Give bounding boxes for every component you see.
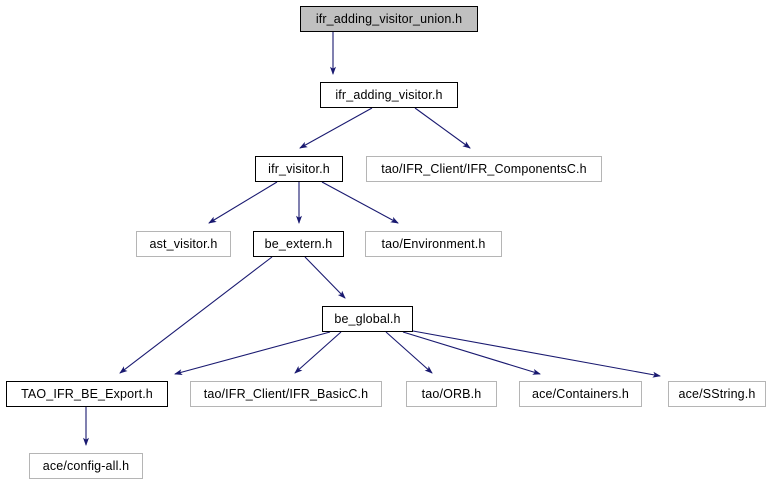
- graph-node-ace-containers-h[interactable]: ace/Containers.h: [519, 381, 642, 407]
- graph-node-label: ace/Containers.h: [532, 386, 629, 401]
- graph-node-label: ace/config-all.h: [42, 458, 130, 473]
- graph-node-tao-environment-h[interactable]: tao/Environment.h: [365, 231, 502, 257]
- graph-node-ace-config-all-h[interactable]: ace/config-all.h: [29, 453, 143, 479]
- graph-node-label: ifr_visitor.h: [268, 161, 330, 176]
- graph-node-label: tao/IFR_Client/IFR_ComponentsC.h: [381, 161, 587, 176]
- graph-node-label: ace/SString.h: [678, 386, 756, 401]
- graph-node-label: tao/Environment.h: [381, 236, 486, 251]
- graph-edge: [294, 331, 342, 374]
- graph-node-ifr-visitor-h[interactable]: ifr_visitor.h: [255, 156, 343, 182]
- graph-node-tao-ifr-be-export-h[interactable]: TAO_IFR_BE_Export.h: [6, 381, 168, 407]
- graph-node-tao-ifr-client-ifr-basicc-h[interactable]: tao/IFR_Client/IFR_BasicC.h: [190, 381, 382, 407]
- graph-node-tao-ifr-client-ifr-componentsc-h[interactable]: tao/IFR_Client/IFR_ComponentsC.h: [366, 156, 602, 182]
- graph-node-be-extern-h[interactable]: be_extern.h: [253, 231, 344, 257]
- graph-node-label: be_global.h: [334, 311, 401, 326]
- graph-node-ace-sstring-h[interactable]: ace/SString.h: [668, 381, 766, 407]
- graph-edge: [174, 331, 331, 376]
- graph-node-label: ifr_adding_visitor.h: [335, 87, 443, 102]
- graph-node-ifr-adding-visitor-union-h[interactable]: ifr_adding_visitor_union.h: [300, 6, 478, 32]
- graph-node-ifr-adding-visitor-h[interactable]: ifr_adding_visitor.h: [320, 82, 458, 108]
- graph-edge: [385, 331, 433, 374]
- graph-edge: [414, 107, 471, 149]
- graph-node-be-global-h[interactable]: be_global.h: [322, 306, 413, 332]
- graph-edge: [208, 181, 278, 224]
- graph-node-label: tao/ORB.h: [421, 386, 482, 401]
- graph-edge: [412, 330, 661, 378]
- graph-node-label: ast_visitor.h: [149, 236, 218, 251]
- graph-node-label: be_extern.h: [264, 236, 333, 251]
- graph-edge: [304, 256, 346, 299]
- graph-node-ast-visitor-h[interactable]: ast_visitor.h: [136, 231, 231, 257]
- graph-node-label: TAO_IFR_BE_Export.h: [21, 386, 153, 401]
- graph-edge: [402, 331, 541, 375]
- graph-edge: [321, 181, 399, 224]
- graph-edge: [299, 107, 373, 149]
- graph-node-tao-orb-h[interactable]: tao/ORB.h: [406, 381, 497, 407]
- graph-edge: [119, 256, 273, 374]
- graph-node-label: tao/IFR_Client/IFR_BasicC.h: [203, 386, 369, 401]
- graph-node-label: ifr_adding_visitor_union.h: [315, 11, 463, 26]
